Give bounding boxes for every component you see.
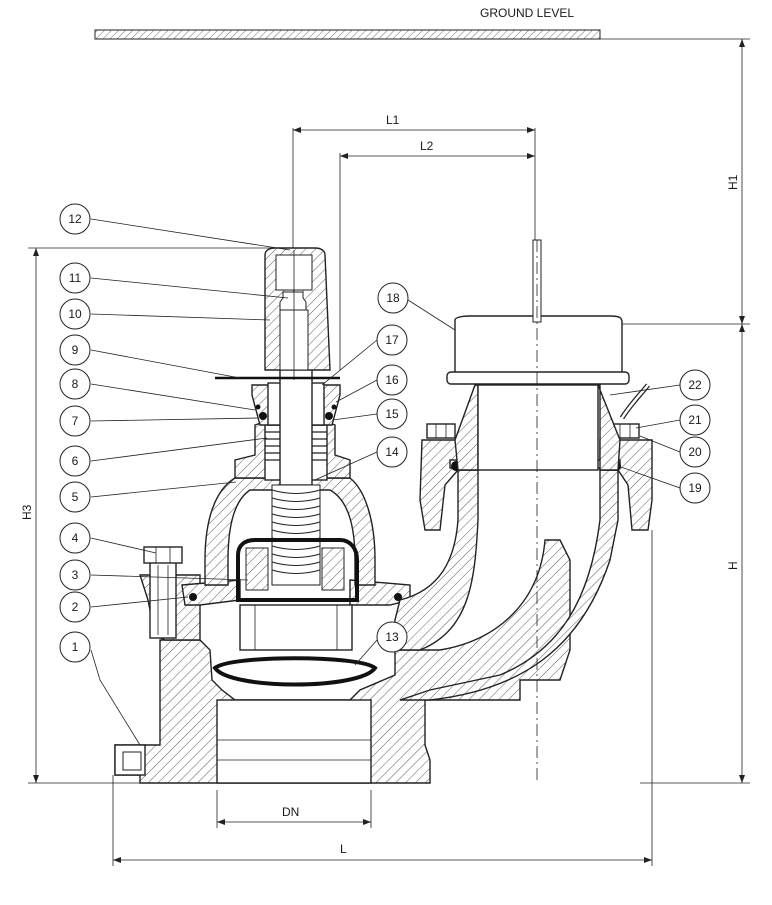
svg-text:14: 14 — [385, 445, 399, 459]
svg-text:3: 3 — [72, 568, 79, 582]
callout-15: 15 — [376, 398, 408, 430]
callout-20: 20 — [679, 436, 711, 468]
svg-text:17: 17 — [385, 333, 399, 347]
dimension-l1: L1 — [292, 113, 536, 250]
svg-text:22: 22 — [688, 378, 702, 392]
callout-2: 2 — [59, 591, 91, 623]
svg-text:2: 2 — [72, 600, 79, 614]
callout-7: 7 — [59, 405, 91, 437]
svg-text:21: 21 — [688, 413, 702, 427]
svg-text:16: 16 — [385, 373, 399, 387]
callout-5: 5 — [59, 481, 91, 513]
callout-11: 11 — [59, 262, 91, 294]
callout-18: 18 — [377, 282, 409, 314]
callout-4: 4 — [59, 522, 91, 554]
svg-text:4: 4 — [72, 531, 79, 545]
callout-8: 8 — [59, 368, 91, 400]
callout-17: 17 — [376, 324, 408, 356]
callout-3: 3 — [59, 559, 91, 591]
dim-dn-label: DN — [282, 805, 299, 819]
svg-text:12: 12 — [68, 212, 82, 226]
dim-h3-label: H3 — [20, 504, 34, 520]
dim-h1-label: H1 — [726, 174, 740, 190]
callout-6: 6 — [59, 445, 91, 477]
callout-1: 1 — [59, 631, 91, 663]
callout-13: 13 — [376, 621, 408, 653]
svg-text:11: 11 — [69, 271, 82, 285]
callout-9: 9 — [59, 334, 91, 366]
svg-text:18: 18 — [386, 291, 400, 305]
svg-text:10: 10 — [68, 307, 82, 321]
dimension-h: H — [640, 324, 750, 784]
svg-text:5: 5 — [72, 490, 79, 504]
dim-l2-label: L2 — [420, 139, 434, 153]
dim-l1-label: L1 — [386, 113, 400, 127]
stem-thread — [271, 484, 321, 586]
callout-22: 22 — [679, 369, 711, 401]
dimension-h1: H1 — [600, 38, 750, 325]
callout-19: 19 — [679, 472, 711, 504]
dimension-l: L — [112, 530, 653, 866]
callout-12: 12 — [59, 203, 91, 235]
hydrant-body — [114, 239, 653, 784]
svg-text:8: 8 — [72, 377, 79, 391]
callout-group: 1 2 3 4 5 6 7 8 9 10 11 12 13 14 15 16 1… — [59, 203, 711, 746]
dimension-h3: H3 — [20, 247, 280, 784]
svg-text:20: 20 — [688, 445, 702, 459]
callout-21: 21 — [679, 404, 711, 436]
callout-10: 10 — [59, 298, 91, 330]
dim-l-label: L — [340, 842, 347, 856]
svg-text:1: 1 — [72, 640, 79, 654]
svg-text:7: 7 — [72, 414, 79, 428]
svg-text:19: 19 — [688, 481, 702, 495]
dimension-l2: L2 — [339, 139, 535, 370]
dimension-dn: DN — [216, 790, 372, 828]
ground-level: GROUND LEVEL — [94, 6, 601, 40]
svg-text:9: 9 — [72, 343, 79, 357]
ground-level-label: GROUND LEVEL — [480, 6, 574, 20]
svg-text:6: 6 — [72, 454, 79, 468]
svg-text:13: 13 — [385, 630, 399, 644]
callout-14: 14 — [376, 436, 408, 468]
callout-16: 16 — [376, 364, 408, 396]
svg-text:15: 15 — [385, 407, 399, 421]
dim-h-label: H — [726, 561, 740, 570]
